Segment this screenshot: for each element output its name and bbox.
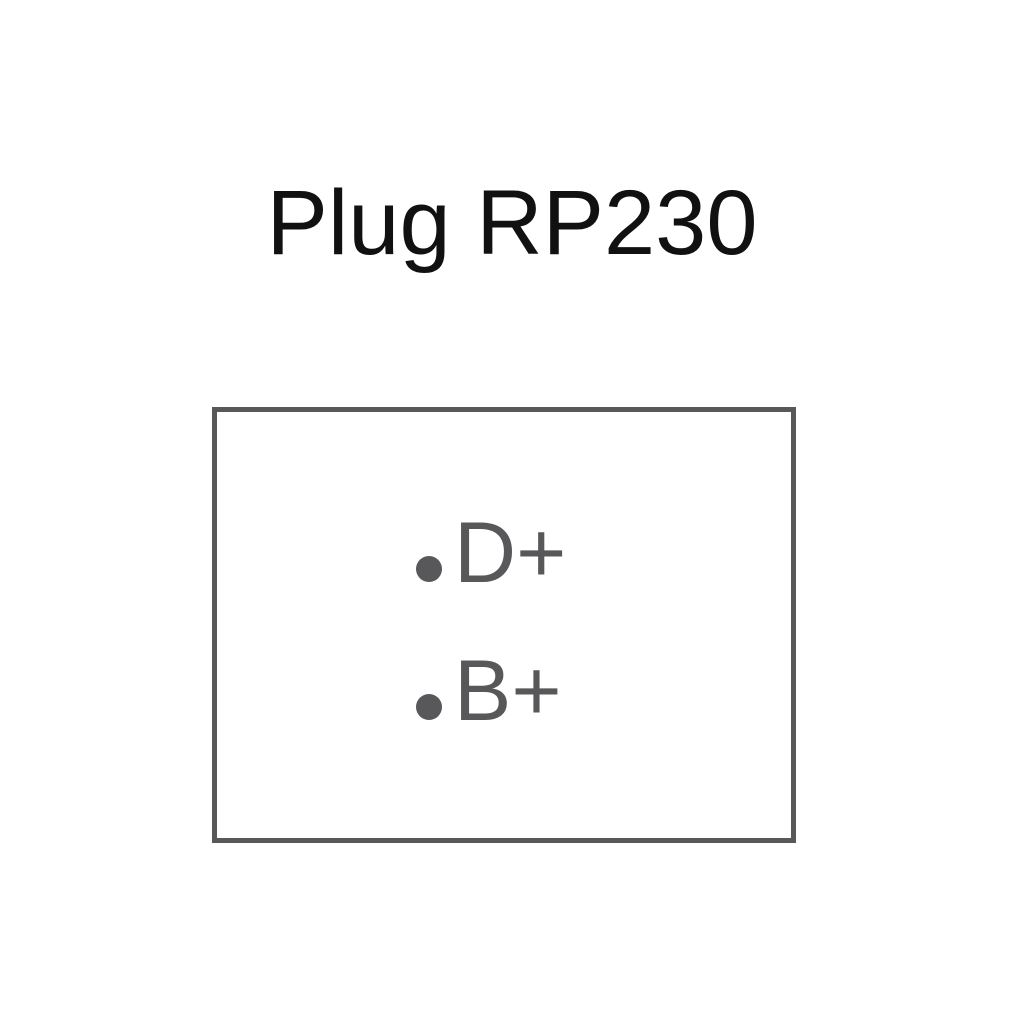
pin-b-plus-dot	[416, 694, 442, 720]
pin-d-plus-dot	[416, 556, 442, 582]
plug-outline	[212, 407, 796, 843]
pin-b-plus: B+	[416, 648, 562, 734]
pin-b-plus-label: B+	[454, 643, 562, 739]
pin-d-plus-label: D+	[454, 505, 567, 601]
diagram-title: Plug RP230	[266, 172, 758, 274]
pin-d-plus: D+	[416, 510, 566, 596]
